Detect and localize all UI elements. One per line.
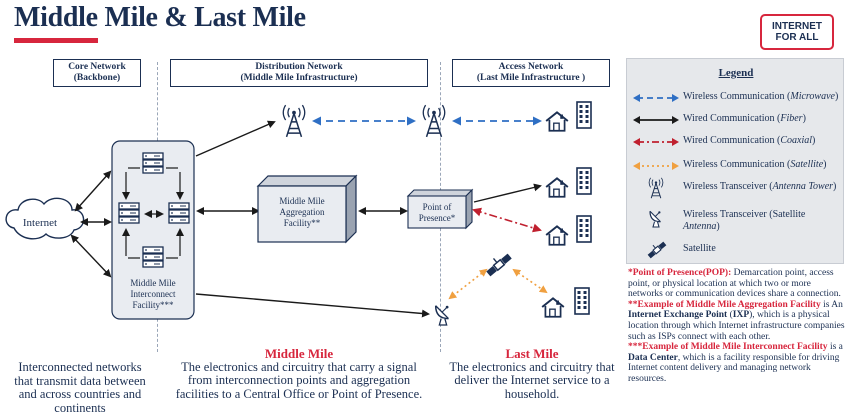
- legend-item-microwave: Wireless Communication (Microwave): [627, 87, 845, 109]
- house-icon-3: [545, 225, 569, 246]
- house-icon-2: [545, 177, 569, 198]
- core-header-line2: (Backbone): [73, 73, 121, 83]
- aggregation-label-2: Aggregation: [280, 207, 325, 217]
- building-icon-2: [576, 167, 592, 195]
- fiber-arrow-pop-house: [473, 183, 542, 203]
- server-icon-right: [168, 202, 190, 224]
- legend-panel: Legend Wireless Communication (Microwave…: [626, 58, 844, 264]
- core-description: Interconnected networks that transmit da…: [4, 360, 156, 415]
- legend-item-fiber: Wired Communication (Fiber): [627, 109, 845, 131]
- house-icon-1: [545, 111, 569, 132]
- core-header-line1: Core Network: [68, 62, 126, 72]
- pop-label-2: Presence*: [419, 213, 456, 223]
- legend-item-satellite-dish: Wireless Transceiver (Satellite Antenna): [627, 205, 845, 235]
- page-title: Middle Mile & Last Mile: [14, 2, 306, 33]
- legend-text-antenna-tower: Wireless Transceiver (Antenna Tower): [683, 181, 837, 192]
- core-desc-line-3: and across countries and: [18, 387, 142, 401]
- satellite-dish-icon-diagram: [434, 305, 450, 326]
- coaxial-link-pop-house: [472, 207, 542, 233]
- red-dashdot-arrow-icon: [633, 138, 679, 146]
- fiber-arrow-to-dish: [195, 293, 430, 318]
- server-icon-top: [142, 152, 164, 174]
- building-icon-3: [576, 215, 592, 243]
- internet-label: Internet: [23, 217, 57, 229]
- aggregation-facility: Middle Mile Aggregation Facility**: [256, 174, 358, 244]
- middle-desc-line-2: from interconnection points and aggregat…: [187, 373, 411, 387]
- orange-dotted-arrow-icon: [633, 162, 679, 170]
- legend-item-antenna-tower: Wireless Transceiver (Antenna Tower): [627, 177, 845, 199]
- point-of-presence: Point of Presence*: [406, 188, 474, 230]
- logo-line-2: FOR ALL: [775, 32, 819, 43]
- fiber-arrow-cloud-bottom: [70, 234, 112, 278]
- house-icon-4: [541, 297, 565, 318]
- distribution-network-header: Distribution Network (Middle Mile Infras…: [170, 59, 428, 87]
- internet-for-all-logo: INTERNET FOR ALL: [760, 14, 834, 50]
- satellite-link-dish: [448, 268, 488, 300]
- legend-item-satellite-link: Wireless Communication (Satellite): [627, 155, 845, 177]
- building-icon-1: [576, 101, 592, 129]
- black-solid-arrow-icon: [633, 116, 679, 124]
- antenna-tower-icon: [648, 177, 664, 199]
- building-icon-4: [574, 287, 590, 315]
- legend-item-coaxial: Wired Communication (Coaxial): [627, 131, 845, 153]
- note-aggregation: **Example of Middle Mile Aggregation Fac…: [628, 299, 845, 342]
- note-interconnect-heading: ***Example of Middle Mile Interconnect F…: [628, 342, 828, 353]
- note-pop: *Point of Presence(POP): Demarcation poi…: [628, 268, 848, 300]
- last-mile-description: Last Mile The electronics and circuitry …: [444, 347, 620, 401]
- note-pop-heading: *Point of Presence(POP):: [628, 268, 732, 278]
- aggregation-label-3: Facility**: [284, 218, 321, 228]
- logo-line-1: INTERNET: [772, 21, 822, 32]
- legend-text-fiber: Wired Communication (Fiber): [683, 113, 806, 124]
- title-underline: [14, 38, 98, 43]
- core-network-header: Core Network (Backbone): [53, 59, 141, 87]
- last-desc-line-1: The electronics and circuitry that: [449, 359, 615, 374]
- last-desc-line-2: deliver the Internet service to a: [454, 373, 610, 387]
- fiber-arrow-cloud-top: [74, 170, 112, 212]
- middle-mile-heading: Middle Mile: [264, 346, 334, 361]
- fiber-arrow-to-tower: [195, 120, 276, 157]
- legend-text-coaxial: Wired Communication (Coaxial): [683, 135, 816, 146]
- last-desc-line-3: household.: [504, 386, 560, 401]
- server-icon-bottom: [142, 246, 164, 268]
- satellite-dish-icon: [649, 210, 662, 228]
- access-header-line2: (Last Mile Infrastructure ): [476, 73, 586, 83]
- pop-label-1: Point of: [423, 202, 452, 212]
- interconnect-label-3: Facility***: [133, 300, 174, 310]
- internet-cloud: Internet: [5, 197, 85, 240]
- server-icon-left: [118, 202, 140, 224]
- last-mile-heading: Last Mile: [505, 346, 559, 361]
- core-desc-line-4: continents: [54, 400, 106, 415]
- legend-text-satellite-link: Wireless Communication (Satellite): [683, 159, 827, 170]
- interconnect-facility: Middle Mile Interconnect Facility***: [111, 140, 195, 320]
- satellite-icon-diagram: [484, 250, 513, 278]
- middle-desc-line-3: facilities to a Central Office or Point …: [175, 386, 423, 401]
- access-network-header: Access Network (Last Mile Infrastructure…: [452, 59, 610, 87]
- antenna-tower-icon-access: [422, 104, 446, 138]
- core-desc-line-2: that transmit data between: [14, 373, 146, 388]
- legend-text-satellite: Satellite: [683, 243, 716, 254]
- antenna-tower-icon-middle: [282, 104, 306, 138]
- network-diagram: Internet Middle Mile Interconnect Facili…: [5, 101, 592, 326]
- interconnect-label-2: Interconnect: [131, 289, 176, 299]
- legend-text-satellite-dish: Wireless Transceiver (Satellite Antenna): [683, 209, 806, 232]
- middle-mile-description: Middle Mile The electronics and circuitr…: [162, 347, 436, 401]
- satellite-link-house: [512, 268, 548, 294]
- satellite-icon: [646, 239, 667, 259]
- distribution-header-line2: (Middle Mile Infrastructure): [240, 73, 358, 83]
- note-pop-text: Demarcation point, access point, or phys…: [628, 268, 841, 300]
- legend-text-microwave: Wireless Communication (Microwave): [683, 91, 839, 102]
- blue-dashed-arrow-icon: [633, 94, 679, 102]
- distribution-header-line1: Distribution Network: [255, 62, 343, 72]
- legend-item-satellite: Satellite: [627, 239, 845, 261]
- note-aggregation-heading: **Example of Middle Mile Aggregation Fac…: [628, 299, 821, 310]
- note-interconnect: ***Example of Middle Mile Interconnect F…: [628, 342, 843, 384]
- middle-desc-line-1: The electronics and circuitry that carry…: [181, 359, 417, 374]
- aggregation-label-1: Middle Mile: [279, 196, 324, 206]
- interconnect-label-1: Middle Mile: [130, 278, 175, 288]
- footnotes: *Point of Presence(POP): Demarcation poi…: [628, 268, 848, 385]
- legend-title: Legend: [718, 67, 754, 79]
- core-desc-line-1: Interconnected networks: [18, 360, 142, 374]
- access-header-line1: Access Network: [498, 62, 564, 72]
